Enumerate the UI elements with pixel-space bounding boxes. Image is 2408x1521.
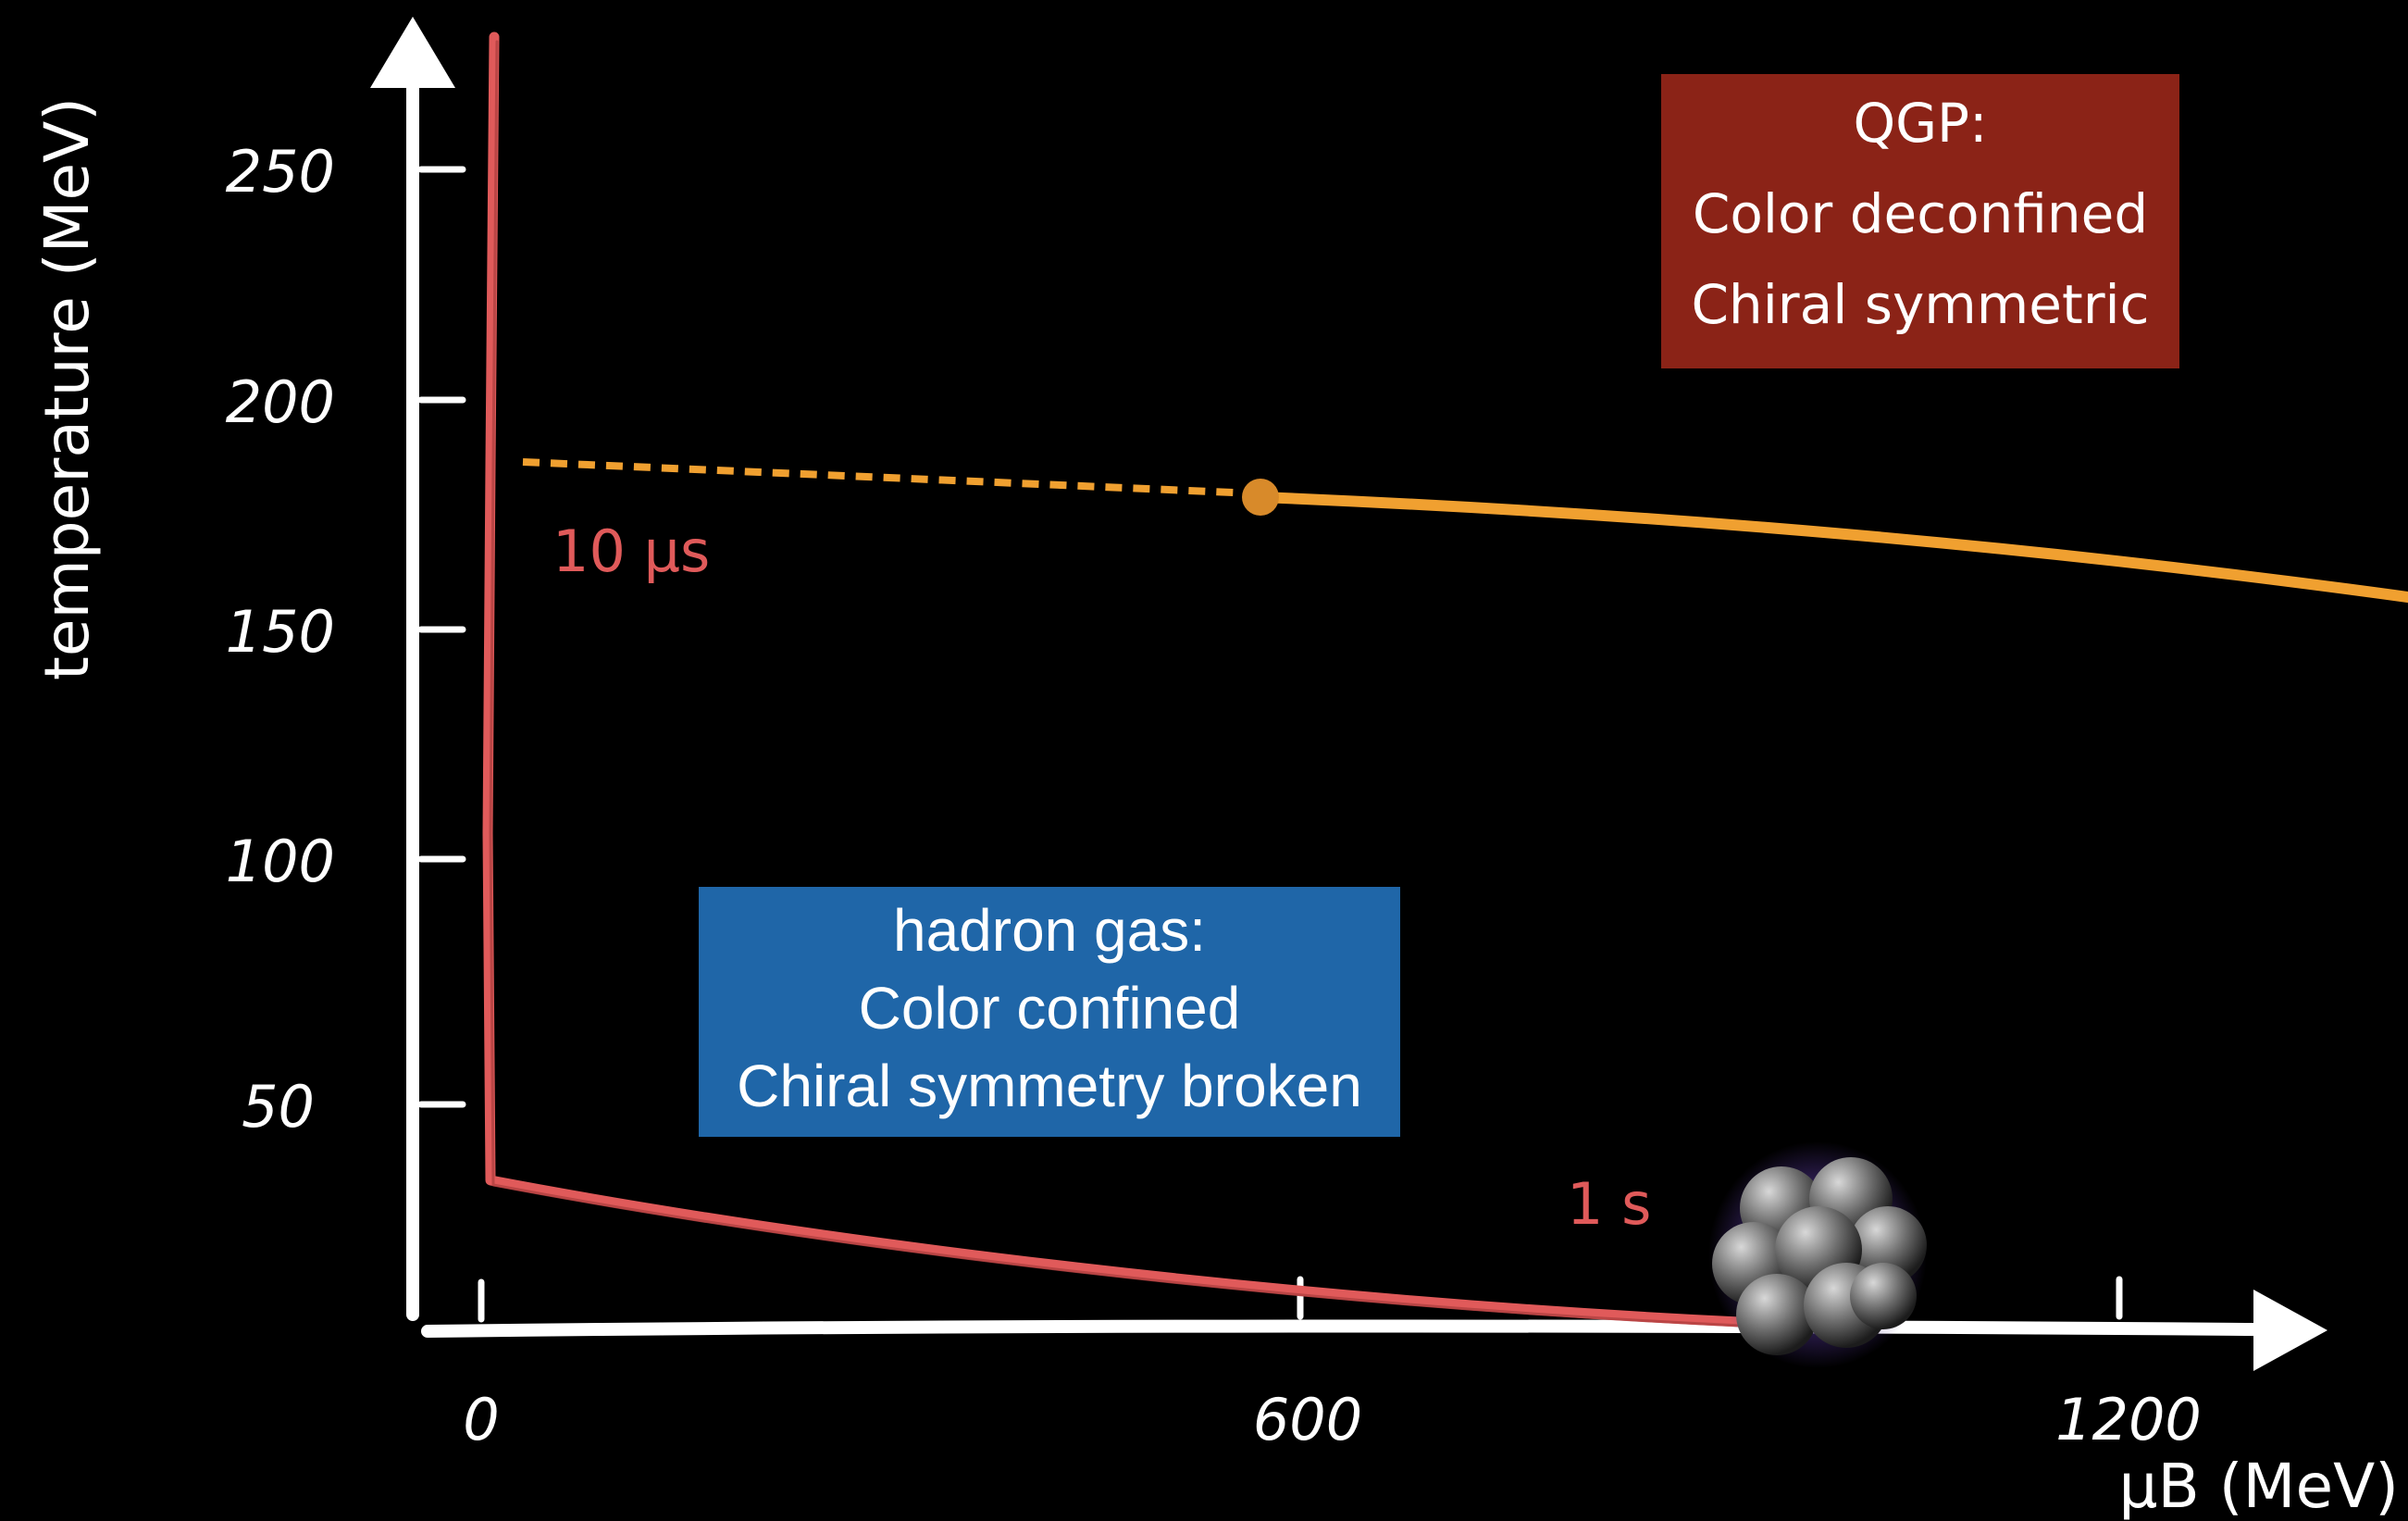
y-tick-label-200: 200 xyxy=(226,368,335,436)
y-tick-label-100: 100 xyxy=(226,828,335,895)
y-axis-title: temperature (MeV) xyxy=(31,97,103,680)
x-tick-label-1200: 1200 xyxy=(2055,1386,2202,1453)
x-tick-label-0: 0 xyxy=(463,1386,499,1453)
crossover-line xyxy=(522,458,1255,497)
universe-trajectory xyxy=(482,31,1745,1328)
hadron-box-line-2: Color confined xyxy=(858,975,1241,1041)
first-order-transition-line xyxy=(1255,492,2408,603)
hadron-box-line-1: hadron gas: xyxy=(892,897,1207,964)
x-ticks xyxy=(478,1276,2123,1323)
time-label-10us: 10 μs xyxy=(552,517,710,585)
hadron-box-line-3: Chiral symmetry broken xyxy=(737,1053,1362,1119)
qgp-box-line-2: Color deconfined xyxy=(1692,182,2149,245)
x-axis-line xyxy=(421,1319,2265,1338)
x-axis-arrowhead xyxy=(2253,1290,2327,1371)
y-tick-label-50: 50 xyxy=(242,1073,315,1141)
hadron-gas-phase-box: hadron gas: Color confined Chiral symmet… xyxy=(699,887,1400,1137)
y-tick-label-150: 150 xyxy=(226,598,335,666)
qgp-box-line-1: QGP: xyxy=(1853,92,1988,155)
x-tick-label-600: 600 xyxy=(1253,1386,1362,1453)
y-axis-arrowhead xyxy=(370,17,455,88)
y-tick-label-250: 250 xyxy=(226,138,335,206)
y-ticks xyxy=(417,166,466,1108)
time-label-1s: 1 s xyxy=(1567,1170,1651,1238)
nucleus-icon xyxy=(1708,1141,1927,1368)
x-axis-title: μB (MeV) xyxy=(2119,1451,2399,1521)
critical-point xyxy=(1242,479,1279,516)
qgp-box-line-3: Chiral symmetric xyxy=(1691,273,2150,336)
qgp-phase-box: QGP: Color deconfined Chiral symmetric xyxy=(1661,74,2179,368)
